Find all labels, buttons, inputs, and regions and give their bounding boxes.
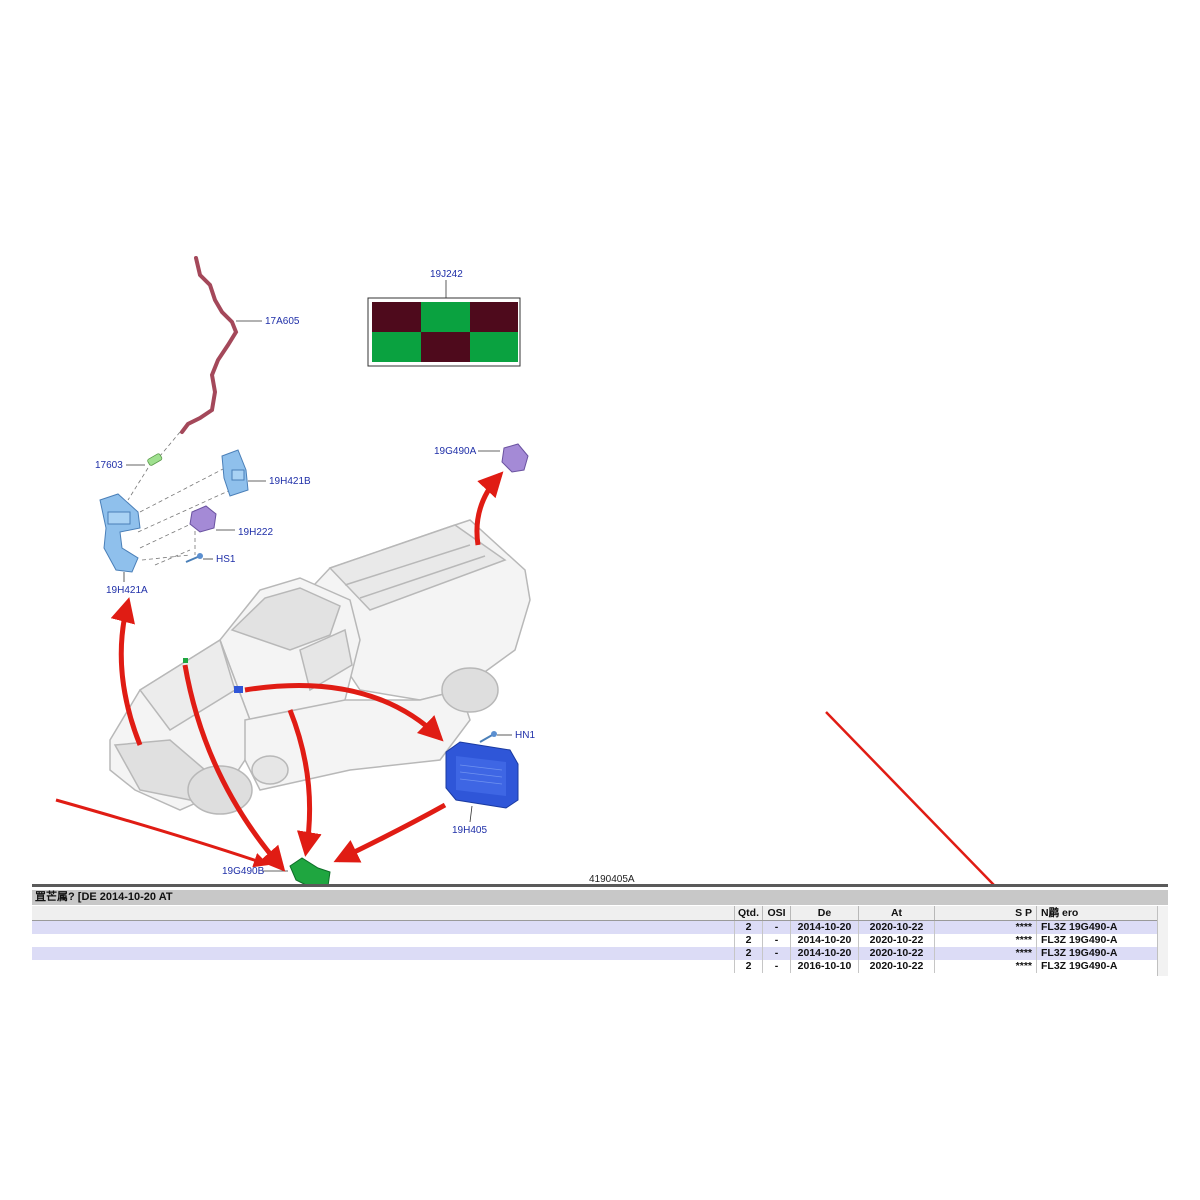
- callout-19H405[interactable]: 19H405: [452, 825, 487, 836]
- connection-lines: [127, 431, 236, 566]
- table-row[interactable]: 2 - 2014-10-20 2020-10-22 **** FL3Z 19G4…: [32, 934, 1168, 947]
- table-row[interactable]: 2 - 2014-10-20 2020-10-22 **** FL3Z 19G4…: [32, 921, 1168, 934]
- wiring-harness-17A605: [180, 256, 239, 434]
- callout-HN1[interactable]: HN1: [515, 730, 535, 741]
- color-swatch-19J242: [367, 280, 521, 367]
- red-annotation-arrows: [55, 471, 504, 872]
- cell-numero: FL3Z 19G490-A: [1036, 921, 1154, 934]
- cell-sp: ****: [934, 934, 1036, 947]
- screw-HN1: [479, 731, 497, 743]
- cell-osi: -: [762, 960, 790, 973]
- figure-reference: 4190405A: [589, 874, 635, 885]
- table-row[interactable]: 2 - 2014-10-20 2020-10-22 **** FL3Z 19G4…: [32, 947, 1168, 960]
- column-header-de[interactable]: De: [790, 906, 858, 920]
- screw-HS1: [185, 553, 203, 563]
- column-header-qtd[interactable]: Qtd.: [734, 906, 762, 920]
- table-scrollbar[interactable]: [1157, 906, 1168, 976]
- column-header-osi[interactable]: OSI: [762, 906, 790, 920]
- module-location-marker: [234, 686, 243, 693]
- table-title-bar: 罝芒属? [DE 2014-10-20 AT: [32, 890, 1168, 905]
- cell-de: 2016-10-10: [790, 960, 858, 973]
- callout-19H421A[interactable]: 19H421A: [106, 585, 148, 596]
- cell-at: 2020-10-22: [858, 947, 934, 960]
- cell-qtd: 2: [734, 960, 762, 973]
- cell-sp: ****: [934, 921, 1036, 934]
- cell-at: 2020-10-22: [858, 960, 934, 973]
- callout-19H421B[interactable]: 19H421B: [269, 476, 311, 487]
- bracket-19H421B: [221, 449, 249, 497]
- sensor-19G490A: [501, 443, 529, 473]
- cell-numero: FL3Z 19G490-A: [1036, 934, 1154, 947]
- callout-17603[interactable]: 17603: [95, 460, 123, 471]
- cell-at: 2020-10-22: [858, 921, 934, 934]
- sensor-19H222: [189, 505, 217, 533]
- cell-osi: -: [762, 947, 790, 960]
- callout-19H222[interactable]: 19H222: [238, 527, 273, 538]
- parts-table-panel: 罝芒属? [DE 2014-10-20 AT Qtd. OSI De At S …: [32, 884, 1168, 980]
- cell-osi: -: [762, 934, 790, 947]
- callout-19G490A[interactable]: 19G490A: [434, 446, 477, 457]
- cell-sp: ****: [934, 947, 1036, 960]
- sensor-location-marker: [183, 658, 188, 663]
- callout-19J242[interactable]: 19J242: [430, 269, 463, 280]
- cell-de: 2014-10-20: [790, 921, 858, 934]
- red-pointer-line: [825, 711, 1001, 890]
- column-header-sp[interactable]: S P: [934, 906, 1036, 920]
- cell-qtd: 2: [734, 934, 762, 947]
- cell-de: 2014-10-20: [790, 934, 858, 947]
- bracket-19H421A: [99, 493, 141, 573]
- callout-17A605[interactable]: 17A605: [265, 316, 300, 327]
- cell-sp: ****: [934, 960, 1036, 973]
- cell-osi: -: [762, 921, 790, 934]
- callout-19G490B[interactable]: 19G490B: [222, 866, 265, 877]
- table-row[interactable]: 2 - 2016-10-10 2020-10-22 **** FL3Z 19G4…: [32, 960, 1168, 973]
- cell-numero: FL3Z 19G490-A: [1036, 960, 1154, 973]
- cell-numero: FL3Z 19G490-A: [1036, 947, 1154, 960]
- cell-qtd: 2: [734, 947, 762, 960]
- bolt-17603: [147, 453, 163, 466]
- cell-at: 2020-10-22: [858, 934, 934, 947]
- module-19H405: [445, 741, 519, 809]
- callout-HS1[interactable]: HS1: [216, 554, 236, 565]
- column-header-at[interactable]: At: [858, 906, 934, 920]
- cell-qtd: 2: [734, 921, 762, 934]
- panel-top-border: [32, 884, 1168, 887]
- cell-de: 2014-10-20: [790, 947, 858, 960]
- parts-diagram: 17A605 17603 19H421B 19H222 HS1 19H421A: [55, 256, 1001, 890]
- sensor-19G490B: [289, 857, 331, 889]
- column-header-numero[interactable]: N鹛 ero: [1036, 906, 1154, 920]
- table-header: Qtd. OSI De At S P N鹛 ero: [32, 906, 1168, 921]
